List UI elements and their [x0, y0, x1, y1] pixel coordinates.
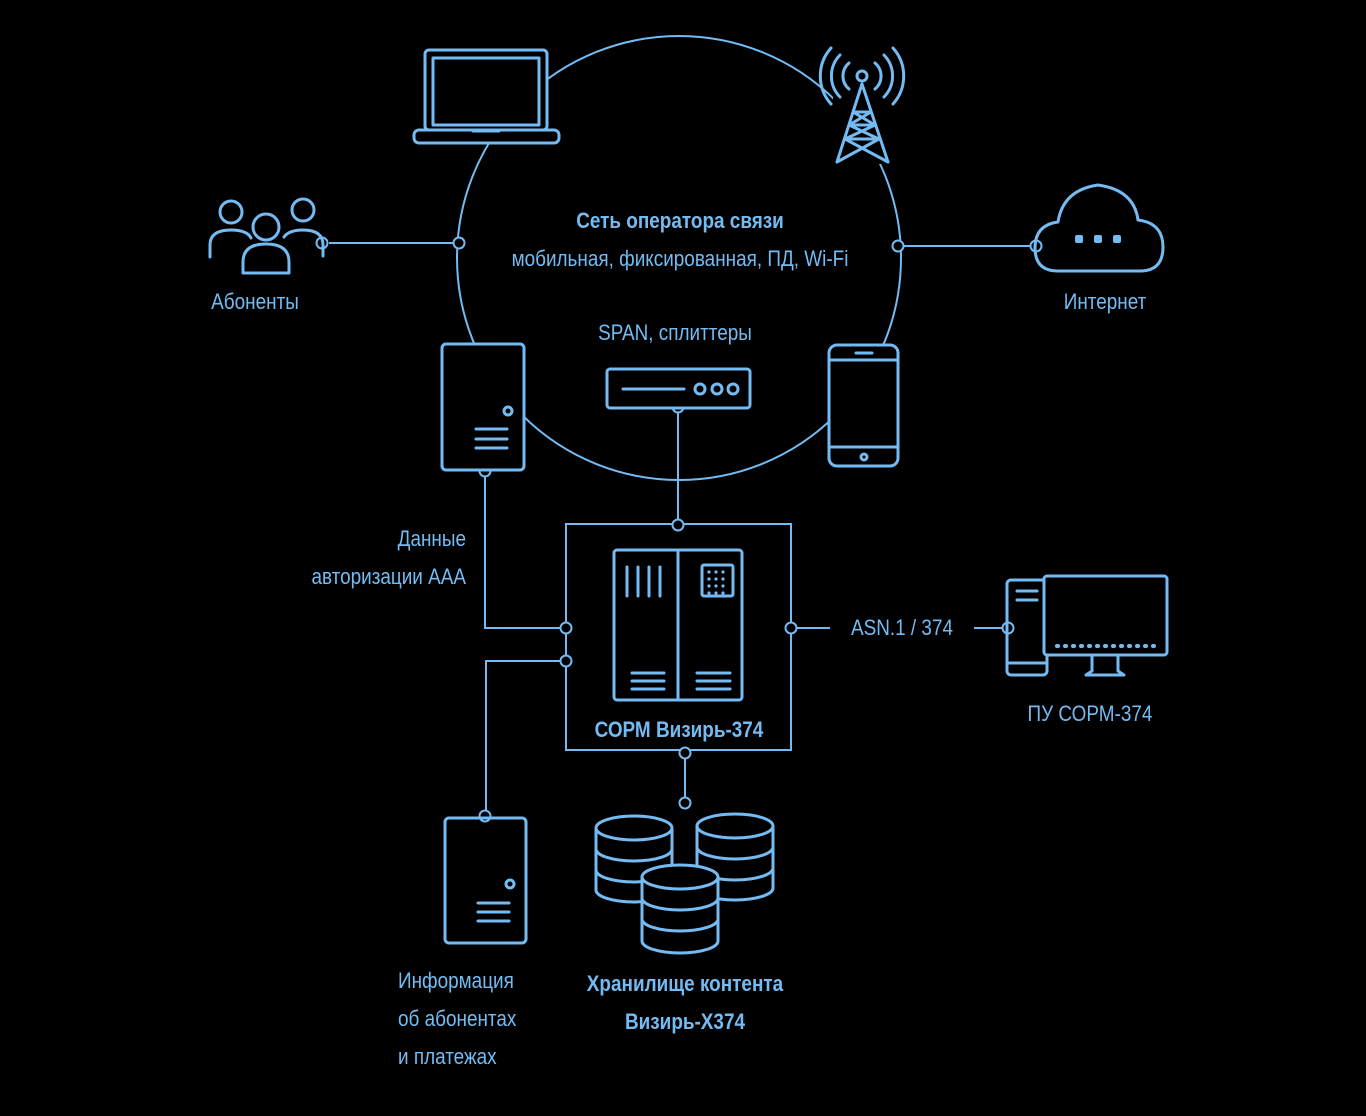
rack-server-icon — [612, 548, 744, 702]
storage-label-line2: Визирь-Х374 — [624, 1009, 745, 1034]
info-label-line2: об абонентах — [398, 1006, 517, 1031]
database-icon-front — [640, 863, 720, 955]
server-icon-billing — [443, 816, 528, 945]
cloud-icon — [1033, 183, 1165, 273]
workstation-icon — [1005, 574, 1169, 677]
network-title: Сеть оператора связи — [576, 208, 784, 233]
users-icon — [208, 197, 325, 275]
protocol-label: ASN.1 / 374 — [850, 615, 954, 640]
aaa-label-line2: авторизации ААА — [311, 564, 466, 589]
subscribers-label: Абоненты — [211, 289, 299, 314]
switch-icon — [605, 367, 752, 410]
info-label-line1: Информация — [398, 968, 514, 993]
radio-tower-icon — [818, 46, 906, 164]
sorm-label: СОРМ Визирь-374 — [594, 717, 764, 742]
info-label-line3: и платежах — [398, 1044, 497, 1069]
pu-sorm-label: ПУ СОРМ-374 — [1027, 701, 1153, 726]
internet-label: Интернет — [1063, 289, 1147, 314]
laptop-icon — [412, 48, 561, 145]
network-subtitle: мобильная, фиксированная, ПД, Wi-Fi — [511, 246, 849, 271]
server-icon-aaa — [440, 342, 526, 472]
storage-label-line1: Хранилище контента — [586, 971, 784, 996]
aaa-label-line1: Данные — [397, 526, 466, 551]
smartphone-icon — [827, 343, 900, 468]
span-label: SPAN, сплиттеры — [598, 320, 752, 345]
